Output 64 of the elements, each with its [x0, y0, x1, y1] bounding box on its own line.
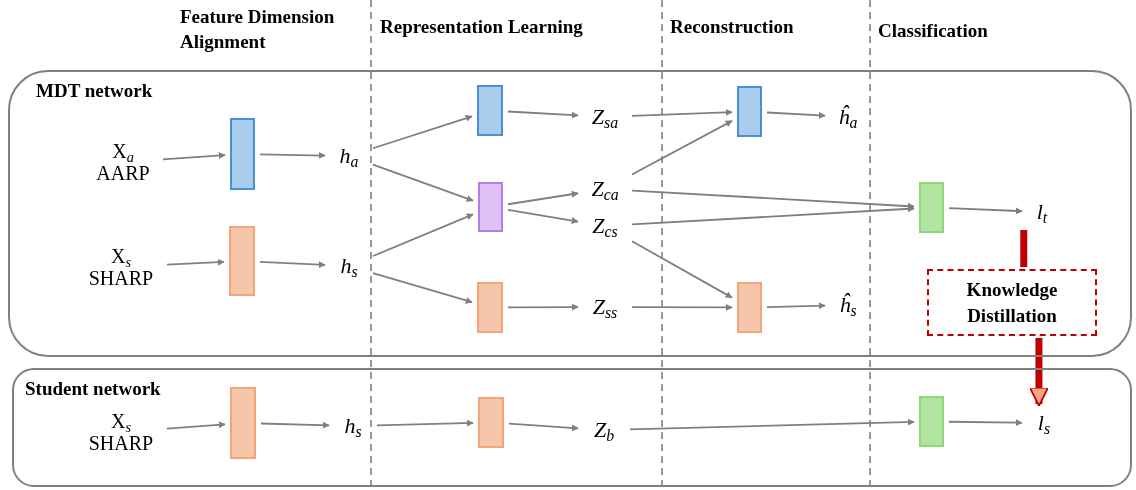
arrow	[1028, 338, 1049, 407]
arrow	[372, 114, 473, 150]
column-heading: Feature Dimension Alignment	[180, 5, 336, 54]
arrow	[508, 422, 579, 432]
arrow	[372, 272, 473, 304]
arrow	[766, 111, 826, 119]
arrow	[631, 205, 915, 226]
arrow	[162, 152, 226, 161]
network-panel	[8, 70, 1132, 357]
arrow	[372, 213, 474, 257]
variable-label: ĥ$_{a}$	[830, 100, 866, 134]
arrow	[631, 120, 733, 176]
variable-label: h$_{s}$	[330, 250, 368, 282]
arrow	[507, 110, 579, 119]
arrow	[766, 302, 826, 310]
variable-label: l$_{s}$	[1027, 406, 1061, 440]
arrow	[631, 303, 733, 311]
variable-label: ĥ$_{s}$	[830, 288, 866, 322]
layer-block	[229, 226, 255, 296]
layer-block	[919, 182, 944, 233]
layer-block	[737, 86, 762, 137]
arrow	[166, 421, 226, 430]
column-heading: Reconstruction	[670, 15, 795, 39]
variable-label: h$_{a}$	[330, 140, 368, 172]
arrow	[948, 207, 1023, 215]
arrow	[259, 151, 326, 159]
variable-label: l$_{t}$	[1027, 196, 1057, 228]
layer-block	[230, 387, 256, 459]
layer-block	[478, 397, 504, 448]
process-box	[927, 269, 1097, 336]
variable-label: Z$_{cs}$	[583, 211, 627, 241]
arrow	[376, 419, 474, 427]
input-label: X$_{a}$ AARP	[88, 136, 158, 188]
arrow	[629, 418, 915, 431]
network-panel	[12, 368, 1132, 487]
variable-label: Z$_{sa}$	[583, 102, 627, 132]
variable-label: Z$_{b}$	[583, 414, 625, 446]
layer-block	[477, 85, 503, 136]
arrow	[631, 108, 733, 117]
panel-title: MDT network	[36, 80, 153, 102]
arrow	[507, 209, 579, 224]
arrow	[948, 419, 1023, 427]
arrow	[166, 258, 225, 266]
arrow	[631, 189, 915, 210]
panel-title: Student network	[25, 378, 161, 400]
variable-label: h$_{s}$	[334, 410, 372, 442]
column-heading: Representation Learning	[380, 15, 584, 39]
arrow	[631, 240, 733, 299]
arrow	[507, 303, 579, 311]
arrow	[259, 260, 326, 269]
layer-block	[230, 118, 255, 190]
layer-block	[919, 396, 944, 447]
arrow	[507, 190, 579, 206]
layer-block	[737, 282, 762, 333]
layer-block	[478, 182, 503, 232]
variable-label: Z$_{ss}$	[583, 292, 627, 322]
arrow	[260, 421, 330, 429]
variable-label: Z$_{ca}$	[583, 174, 627, 204]
input-label: X$_{s}$ SHARP	[80, 406, 162, 458]
input-label: X$_{s}$ SHARP	[80, 241, 162, 293]
layer-block	[477, 282, 503, 333]
arrow	[372, 163, 474, 202]
process-label: Knowledge Distillation	[965, 277, 1059, 328]
column-heading: Classification	[878, 19, 989, 43]
